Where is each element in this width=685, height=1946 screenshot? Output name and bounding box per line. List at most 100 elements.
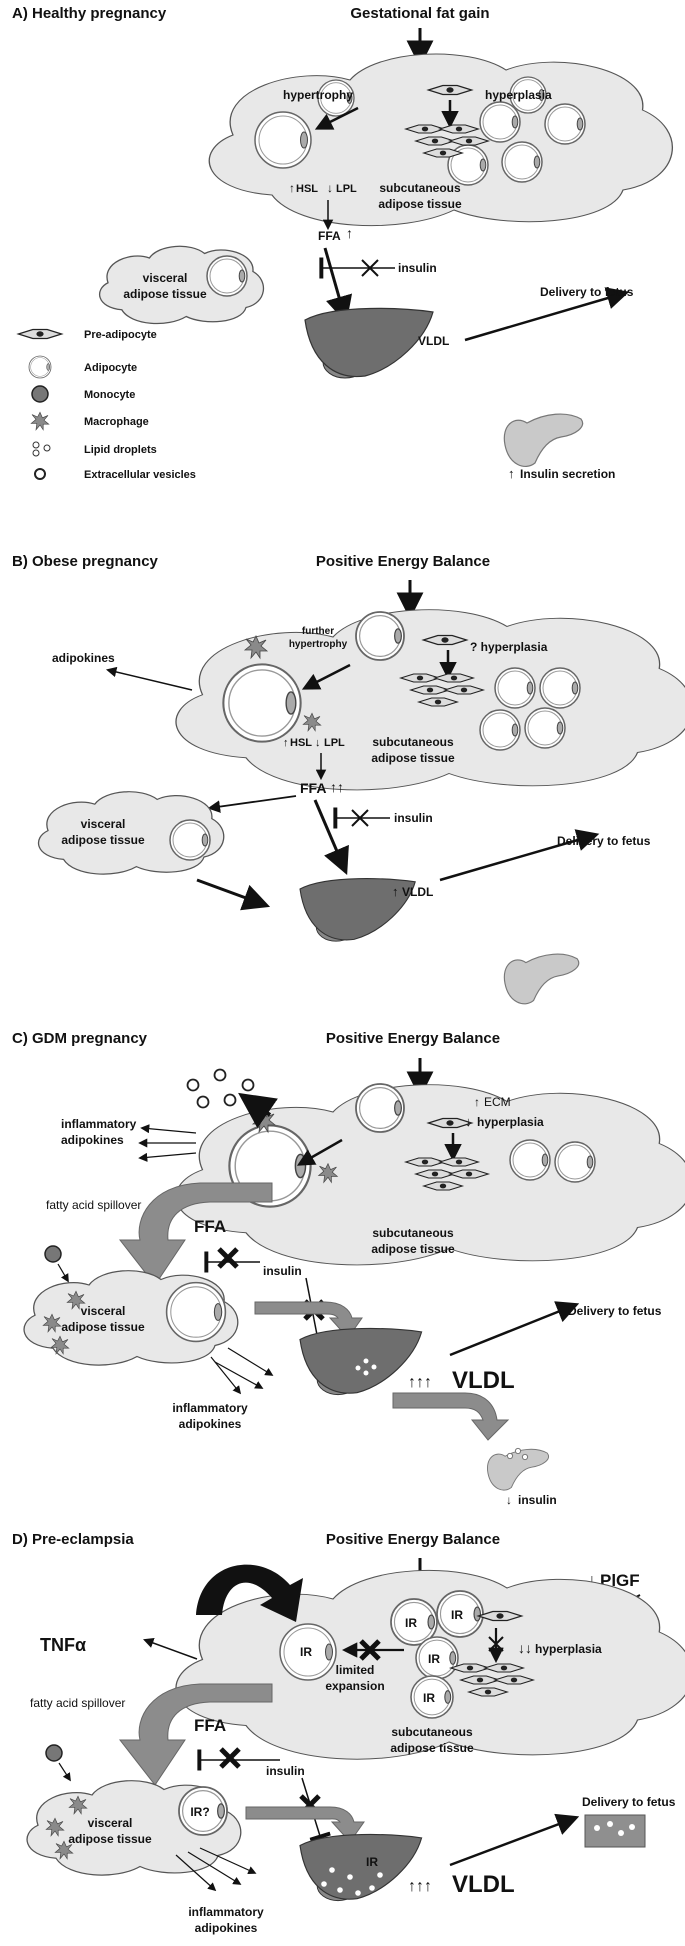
label-vldl: VLDL xyxy=(402,885,433,899)
lipid-droplet xyxy=(355,1890,361,1896)
vldl-delivery-arrow xyxy=(449,1813,580,1867)
pre-adipocyte-icon xyxy=(17,328,63,340)
extracellular-vesicle xyxy=(241,1078,255,1092)
legend-label: Pre-adipocyte xyxy=(84,329,157,341)
hypertrophy-arrow xyxy=(296,1138,343,1166)
lipid-droplet xyxy=(514,1447,522,1455)
label-insulin-secretion: Insulin secretion xyxy=(520,467,615,481)
label-sat-line2: adipose tissue xyxy=(378,197,462,211)
monocyte-infiltration-arrow xyxy=(57,1263,69,1283)
double-up-arrow-glyph: ↑↑ xyxy=(330,779,344,795)
label-hyperplasia: hyperplasia xyxy=(535,1642,602,1656)
vldl-to-pancreas-arrow xyxy=(392,1392,510,1441)
legend-label: Lipid droplets xyxy=(84,444,157,456)
adipokine-release-arrow xyxy=(138,1152,197,1162)
lipid-droplet xyxy=(337,1887,343,1893)
extracellular-vesicle xyxy=(223,1093,237,1107)
adipocyte-cell xyxy=(479,709,521,751)
label-sat-line2: adipose tissue xyxy=(371,751,455,765)
ffa-to-liver-arrow xyxy=(323,247,353,324)
extracellular-vesicle xyxy=(196,1095,210,1109)
label-delivery-to-fetus: Delivery to fetus xyxy=(557,834,651,848)
down-arrow-glyph: ↓ xyxy=(465,1114,472,1129)
fatty-acid-spillover-arrow xyxy=(118,1683,273,1786)
lipid-droplet xyxy=(347,1874,353,1880)
panel-c-title: C) GDM pregnancy xyxy=(12,1030,148,1047)
down-arrow-glyph: ↓ xyxy=(588,1572,596,1589)
label-vat-line1: visceral xyxy=(81,1304,126,1318)
label-vat-line1: visceral xyxy=(81,817,126,831)
label-delivery-to-fetus: Delivery to fetus xyxy=(540,285,634,299)
adipocyte-cell xyxy=(544,103,586,145)
ffa-to-liver-arrow xyxy=(254,1301,363,1339)
label-vat-line2: adipose tissue xyxy=(61,1320,145,1334)
label-sat-line2: adipose tissue xyxy=(390,1741,474,1755)
label-insulin: insulin xyxy=(266,1764,305,1778)
liver xyxy=(304,307,434,379)
label-insulin: insulin xyxy=(398,261,437,275)
liver xyxy=(299,1833,423,1902)
lipid-droplet xyxy=(618,1830,624,1836)
adipokine-release-arrow xyxy=(105,666,193,691)
label-vat-line1: visceral xyxy=(88,1816,133,1830)
monocyte-infiltration-arrow xyxy=(58,1762,71,1782)
label-sat-line1: subcutaneous xyxy=(372,1226,454,1240)
label-plgf: PlGF xyxy=(600,1571,640,1590)
label-expansion: expansion xyxy=(325,1679,384,1693)
monocyte-icon xyxy=(44,1245,62,1263)
adipokine-release-arrow xyxy=(187,1851,242,1885)
lipid-droplet xyxy=(521,1453,529,1461)
lipid-droplet xyxy=(363,1358,369,1364)
label-insulin: insulin xyxy=(263,1264,302,1278)
ffa-to-liver-arrow xyxy=(313,799,349,875)
down-arrow-glyph: ↓ xyxy=(315,737,321,749)
panel-a-title: A) Healthy pregnancy xyxy=(12,5,167,22)
liver xyxy=(299,1327,423,1396)
label-fatty-acid-spillover: fatty acid spillover xyxy=(46,1198,141,1212)
blocked-cross xyxy=(361,259,379,277)
up-arrow-glyph: ↑ xyxy=(283,737,289,749)
label-limited: limited xyxy=(336,1663,375,1677)
adipocyte-cell xyxy=(222,663,302,743)
label-vat-line2: adipose tissue xyxy=(68,1832,152,1846)
lipid-droplet xyxy=(363,1370,369,1376)
label-ffa: FFA xyxy=(300,780,326,796)
pancreas xyxy=(486,1448,549,1491)
lipid-droplet xyxy=(369,1885,375,1891)
tnf-release-arrow xyxy=(143,1637,198,1660)
up-arrow-glyph: ↑ xyxy=(346,225,353,241)
down-arrow-glyph: ↓ xyxy=(327,181,333,195)
hypertrophy-arrow xyxy=(301,663,351,690)
label-adipokines: adipokines xyxy=(195,1921,258,1935)
label-tnf-alpha: TNFα xyxy=(40,1635,86,1655)
vldl-delivery-arrow xyxy=(464,287,630,342)
label-ir: IR xyxy=(300,1645,312,1659)
up-arrow-glyph: ↑ xyxy=(508,466,515,481)
adipokine-release-arrow xyxy=(140,1124,197,1134)
label-ir: IR xyxy=(366,1855,378,1869)
label-sat-line1: subcutaneous xyxy=(379,181,461,195)
legend-label: Adipocyte xyxy=(84,362,137,374)
label-ir: IR xyxy=(451,1608,463,1622)
adipokine-release-arrow xyxy=(214,1361,264,1389)
label-vldl: VLDL xyxy=(452,1871,515,1898)
adipocyte-cell xyxy=(501,141,543,183)
tnf-feedback-arrow xyxy=(196,1564,303,1622)
pancreas xyxy=(503,413,584,467)
adipocyte-cell xyxy=(165,1281,227,1343)
label-vldl: VLDL xyxy=(418,334,449,348)
adipocyte-cell xyxy=(355,611,405,661)
adipocyte-cell xyxy=(355,1083,405,1133)
up-arrow-glyph: ↑ xyxy=(474,1095,480,1109)
label-insulin: insulin xyxy=(394,811,433,825)
label-sat-line1: subcutaneous xyxy=(391,1725,473,1739)
up-arrow-glyph: ↑ xyxy=(392,884,399,899)
monocyte-icon xyxy=(45,1744,63,1762)
vldl-delivery-arrow xyxy=(439,829,600,882)
label-vldl: VLDL xyxy=(452,1367,515,1394)
label-insulin: insulin xyxy=(518,1493,557,1507)
label-lpl: LPL xyxy=(324,737,345,749)
label-inflammatory: inflammatory xyxy=(172,1401,248,1415)
label-ir-question: IR? xyxy=(190,1805,209,1819)
